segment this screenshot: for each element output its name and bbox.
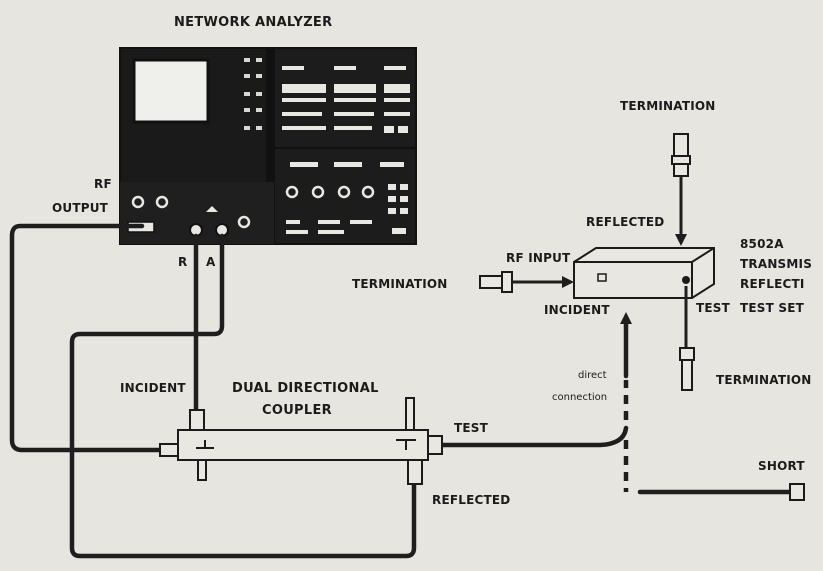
analyzer-bottom-buttons	[286, 162, 408, 234]
termination-left	[479, 275, 503, 289]
incident-arrow	[620, 312, 632, 324]
analyzer-divider	[266, 48, 274, 244]
test-set-body	[573, 247, 715, 299]
testset-label-line3: REFLECTI	[740, 277, 805, 291]
coupler-test-port	[427, 435, 443, 455]
coupler-body	[177, 429, 429, 461]
coupler-label-line1: DUAL DIRECTIONAL	[232, 381, 379, 396]
crt-display	[132, 58, 210, 124]
coupler-label-line2: COUPLER	[262, 403, 332, 418]
coupler-test-label: TEST	[454, 421, 489, 435]
coupler-input-port	[159, 443, 179, 457]
test-set-edges	[574, 247, 715, 298]
coupler-symbol-left	[196, 440, 214, 449]
termination-left-collar	[501, 271, 513, 293]
coupler-reflected-arm	[407, 459, 423, 485]
coupler-incident-arm	[189, 409, 205, 431]
rf-output-label-line2: OUTPUT	[52, 201, 109, 215]
testset-label-line2: TRANSMIS	[740, 257, 812, 271]
coupler-upper-stub	[405, 397, 415, 431]
coupler-reflected-label: REFLECTED	[432, 493, 510, 507]
analyzer-knobs	[131, 185, 375, 229]
analyzer-side-controls	[244, 58, 262, 130]
transmission-reflection-test-set	[573, 247, 715, 299]
termination-left-label: TERMINATION	[352, 277, 448, 291]
port-r-label: R	[178, 255, 187, 269]
test-set-test-port	[682, 276, 690, 284]
cable-port-a	[69, 233, 417, 559]
rf-output-label-line1: RF	[94, 177, 112, 191]
termination-right-label: TERMINATION	[716, 373, 812, 387]
cable-rf-output	[9, 223, 165, 453]
rf-input-label: RF INPUT	[506, 251, 571, 265]
termination-top-collar	[671, 155, 691, 165]
testset-label-line1: 8502A	[740, 237, 784, 251]
short-label: SHORT	[758, 459, 805, 473]
network-analyzer-label: NETWORK ANALYZER	[174, 15, 332, 30]
short-connector	[789, 483, 805, 501]
port-a-label: A	[206, 255, 216, 269]
coupler-symbol-right	[396, 439, 416, 450]
coupler-incident-label: INCIDENT	[120, 381, 186, 395]
termination-bottom	[681, 359, 693, 391]
network-analyzer	[119, 47, 417, 245]
rf-input-arrow	[562, 276, 574, 288]
reflected-arrow	[675, 234, 687, 246]
cable-coupler-test	[437, 425, 629, 448]
coupler-lower-stub	[197, 459, 207, 481]
termination-bottom-collar	[679, 347, 695, 361]
testset-label-line4: TEST SET	[740, 301, 805, 315]
direct-connection-label-line1: direct	[578, 370, 607, 381]
direct-connection-label-line2: connection	[552, 392, 607, 403]
analyzer-button-rows	[282, 66, 410, 133]
testset-test-label: TEST	[696, 301, 731, 315]
termination-top-label: TERMINATION	[620, 99, 716, 113]
dual-directional-coupler	[159, 397, 443, 485]
testset-reflected-label: REFLECTED	[586, 215, 664, 229]
test-set-rf-input-port	[597, 273, 607, 282]
testset-incident-label: INCIDENT	[544, 303, 610, 317]
port-marker	[206, 206, 218, 212]
